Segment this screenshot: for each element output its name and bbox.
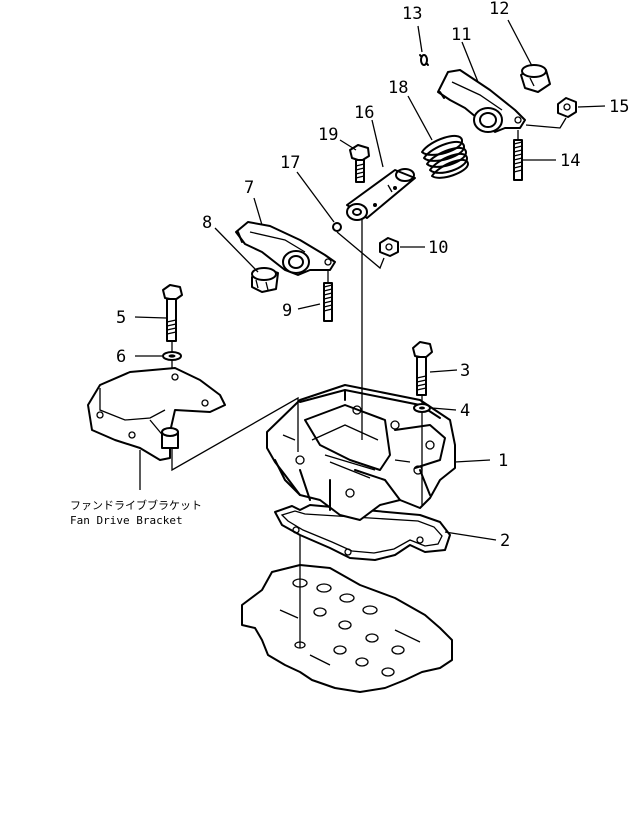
callout-8: 8 — [202, 213, 212, 233]
rocker-housing — [266, 384, 456, 521]
callout-15: 15 — [609, 97, 629, 117]
caption-english: Fan Drive Bracket — [70, 514, 183, 527]
callout-3: 3 — [460, 361, 470, 381]
bushing-12 — [520, 64, 551, 93]
callout-6: 6 — [116, 347, 126, 367]
callout-9: 9 — [282, 301, 292, 321]
callout-12: 12 — [489, 0, 509, 19]
adjust-screw-14 — [513, 139, 523, 181]
callout-19: 19 — [318, 125, 338, 145]
callout-17: 17 — [280, 153, 300, 173]
washer-6 — [162, 351, 182, 361]
callout-4: 4 — [460, 401, 470, 421]
callout-14: 14 — [560, 151, 580, 171]
callout-18: 18 — [388, 78, 408, 98]
washer-4 — [413, 403, 431, 413]
nut-10 — [379, 237, 399, 257]
callout-5: 5 — [116, 308, 126, 328]
callout-13: 13 — [402, 4, 422, 24]
callout-11: 11 — [451, 25, 471, 45]
caption: ファンドライブブラケット Fan Drive Bracket — [70, 498, 202, 527]
callout-1: 1 — [498, 451, 508, 471]
caption-japanese: ファンドライブブラケット — [70, 498, 202, 512]
callout-7: 7 — [244, 178, 254, 198]
fan-drive-bracket — [87, 367, 226, 461]
pin-13 — [419, 54, 429, 66]
assembly-lines — [171, 117, 567, 648]
rocker-shaft-16 — [346, 168, 416, 221]
bolt-5 — [162, 284, 183, 342]
callout-labels: 1 2 3 4 5 6 7 8 9 10 11 12 13 14 15 16 1… — [116, 0, 629, 551]
ball-17 — [332, 222, 342, 232]
bolt-3 — [412, 341, 433, 396]
rocker-arm-11 — [437, 69, 526, 133]
rocker-arm-7 — [235, 221, 336, 276]
bolt-19 — [349, 144, 370, 183]
callout-16: 16 — [354, 103, 374, 123]
callout-2: 2 — [500, 531, 510, 551]
spring-18 — [421, 134, 469, 179]
cylinder-head — [241, 564, 453, 693]
adjust-screw-9 — [323, 282, 333, 322]
nut-15 — [557, 97, 577, 118]
callout-10: 10 — [428, 238, 448, 258]
leader-lines — [134, 19, 606, 541]
bushing-8 — [251, 267, 279, 293]
